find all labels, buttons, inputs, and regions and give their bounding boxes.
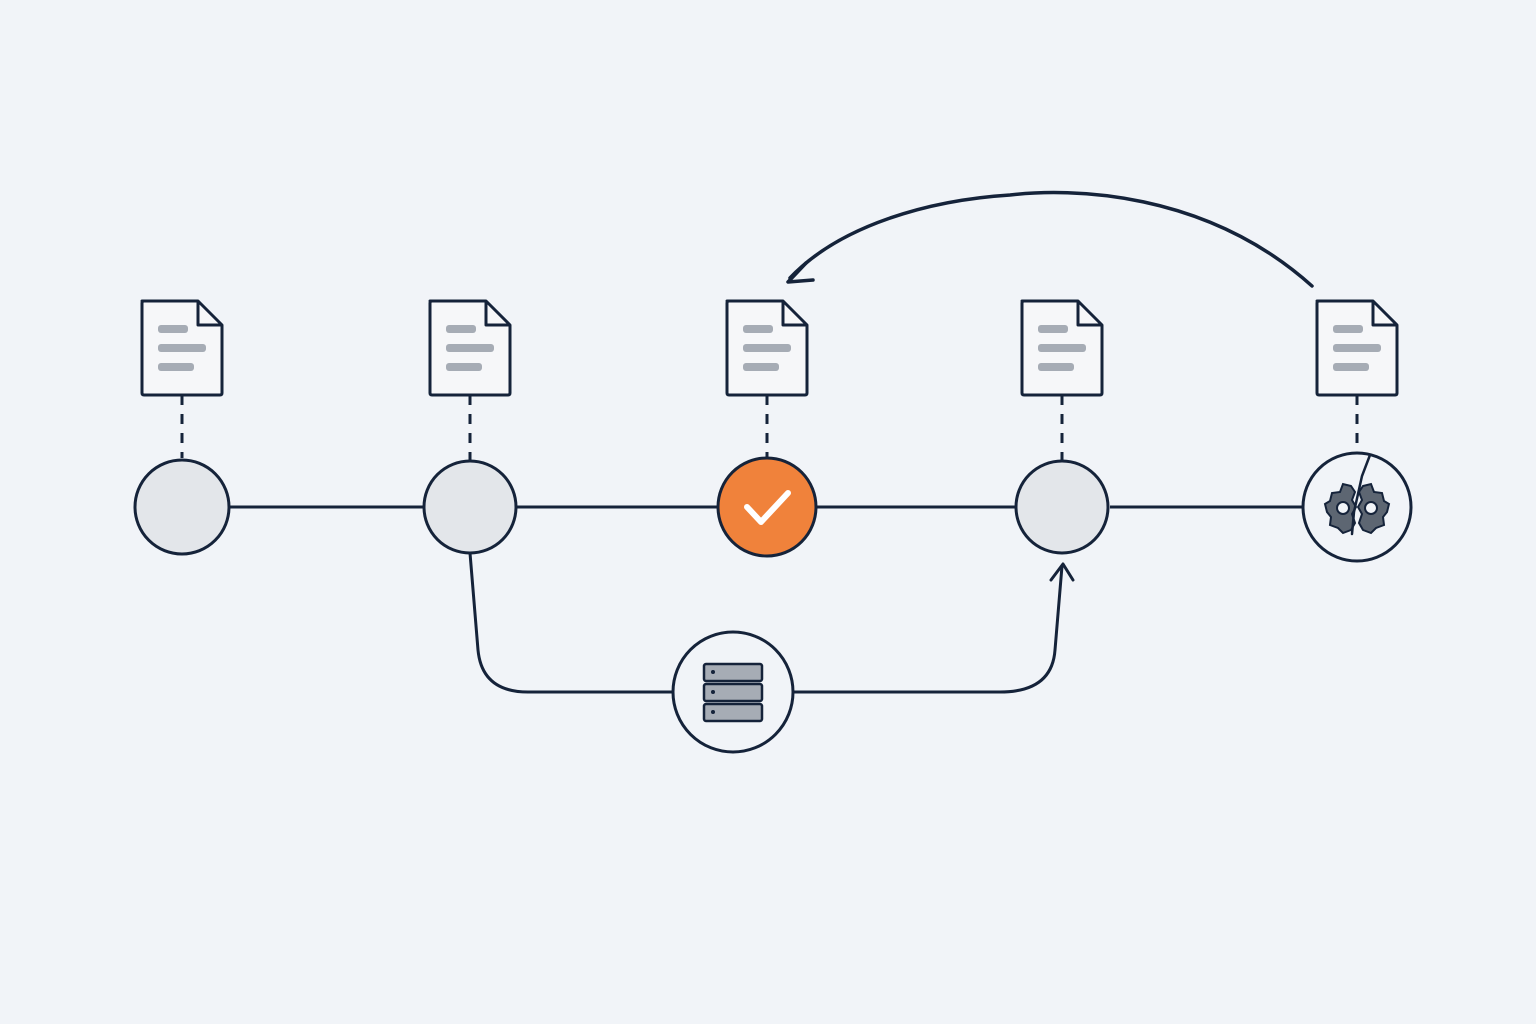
document-icon [1020, 299, 1104, 397]
arrowhead-icon [786, 261, 815, 284]
document-icon [725, 299, 809, 397]
broken-gear-icon [1323, 453, 1391, 536]
timeline-node[interactable] [1014, 459, 1110, 555]
timeline-node[interactable] [133, 458, 231, 556]
server-stack-icon [702, 662, 764, 723]
document-icon [140, 299, 224, 397]
arrowhead-icon [1049, 562, 1075, 582]
documents [140, 299, 1399, 397]
storage-node[interactable] [671, 630, 795, 754]
revert-arrow [786, 190, 1314, 288]
detour-path [468, 551, 1075, 694]
checkmark-icon [744, 490, 791, 525]
document-connectors [180, 395, 1359, 460]
timeline-node-broken[interactable] [1301, 451, 1413, 563]
document-icon [428, 299, 512, 397]
timeline-node[interactable] [422, 459, 518, 555]
document-icon [1315, 299, 1399, 397]
timeline-node-active[interactable] [716, 456, 818, 558]
timeline-nodes [133, 451, 1413, 563]
